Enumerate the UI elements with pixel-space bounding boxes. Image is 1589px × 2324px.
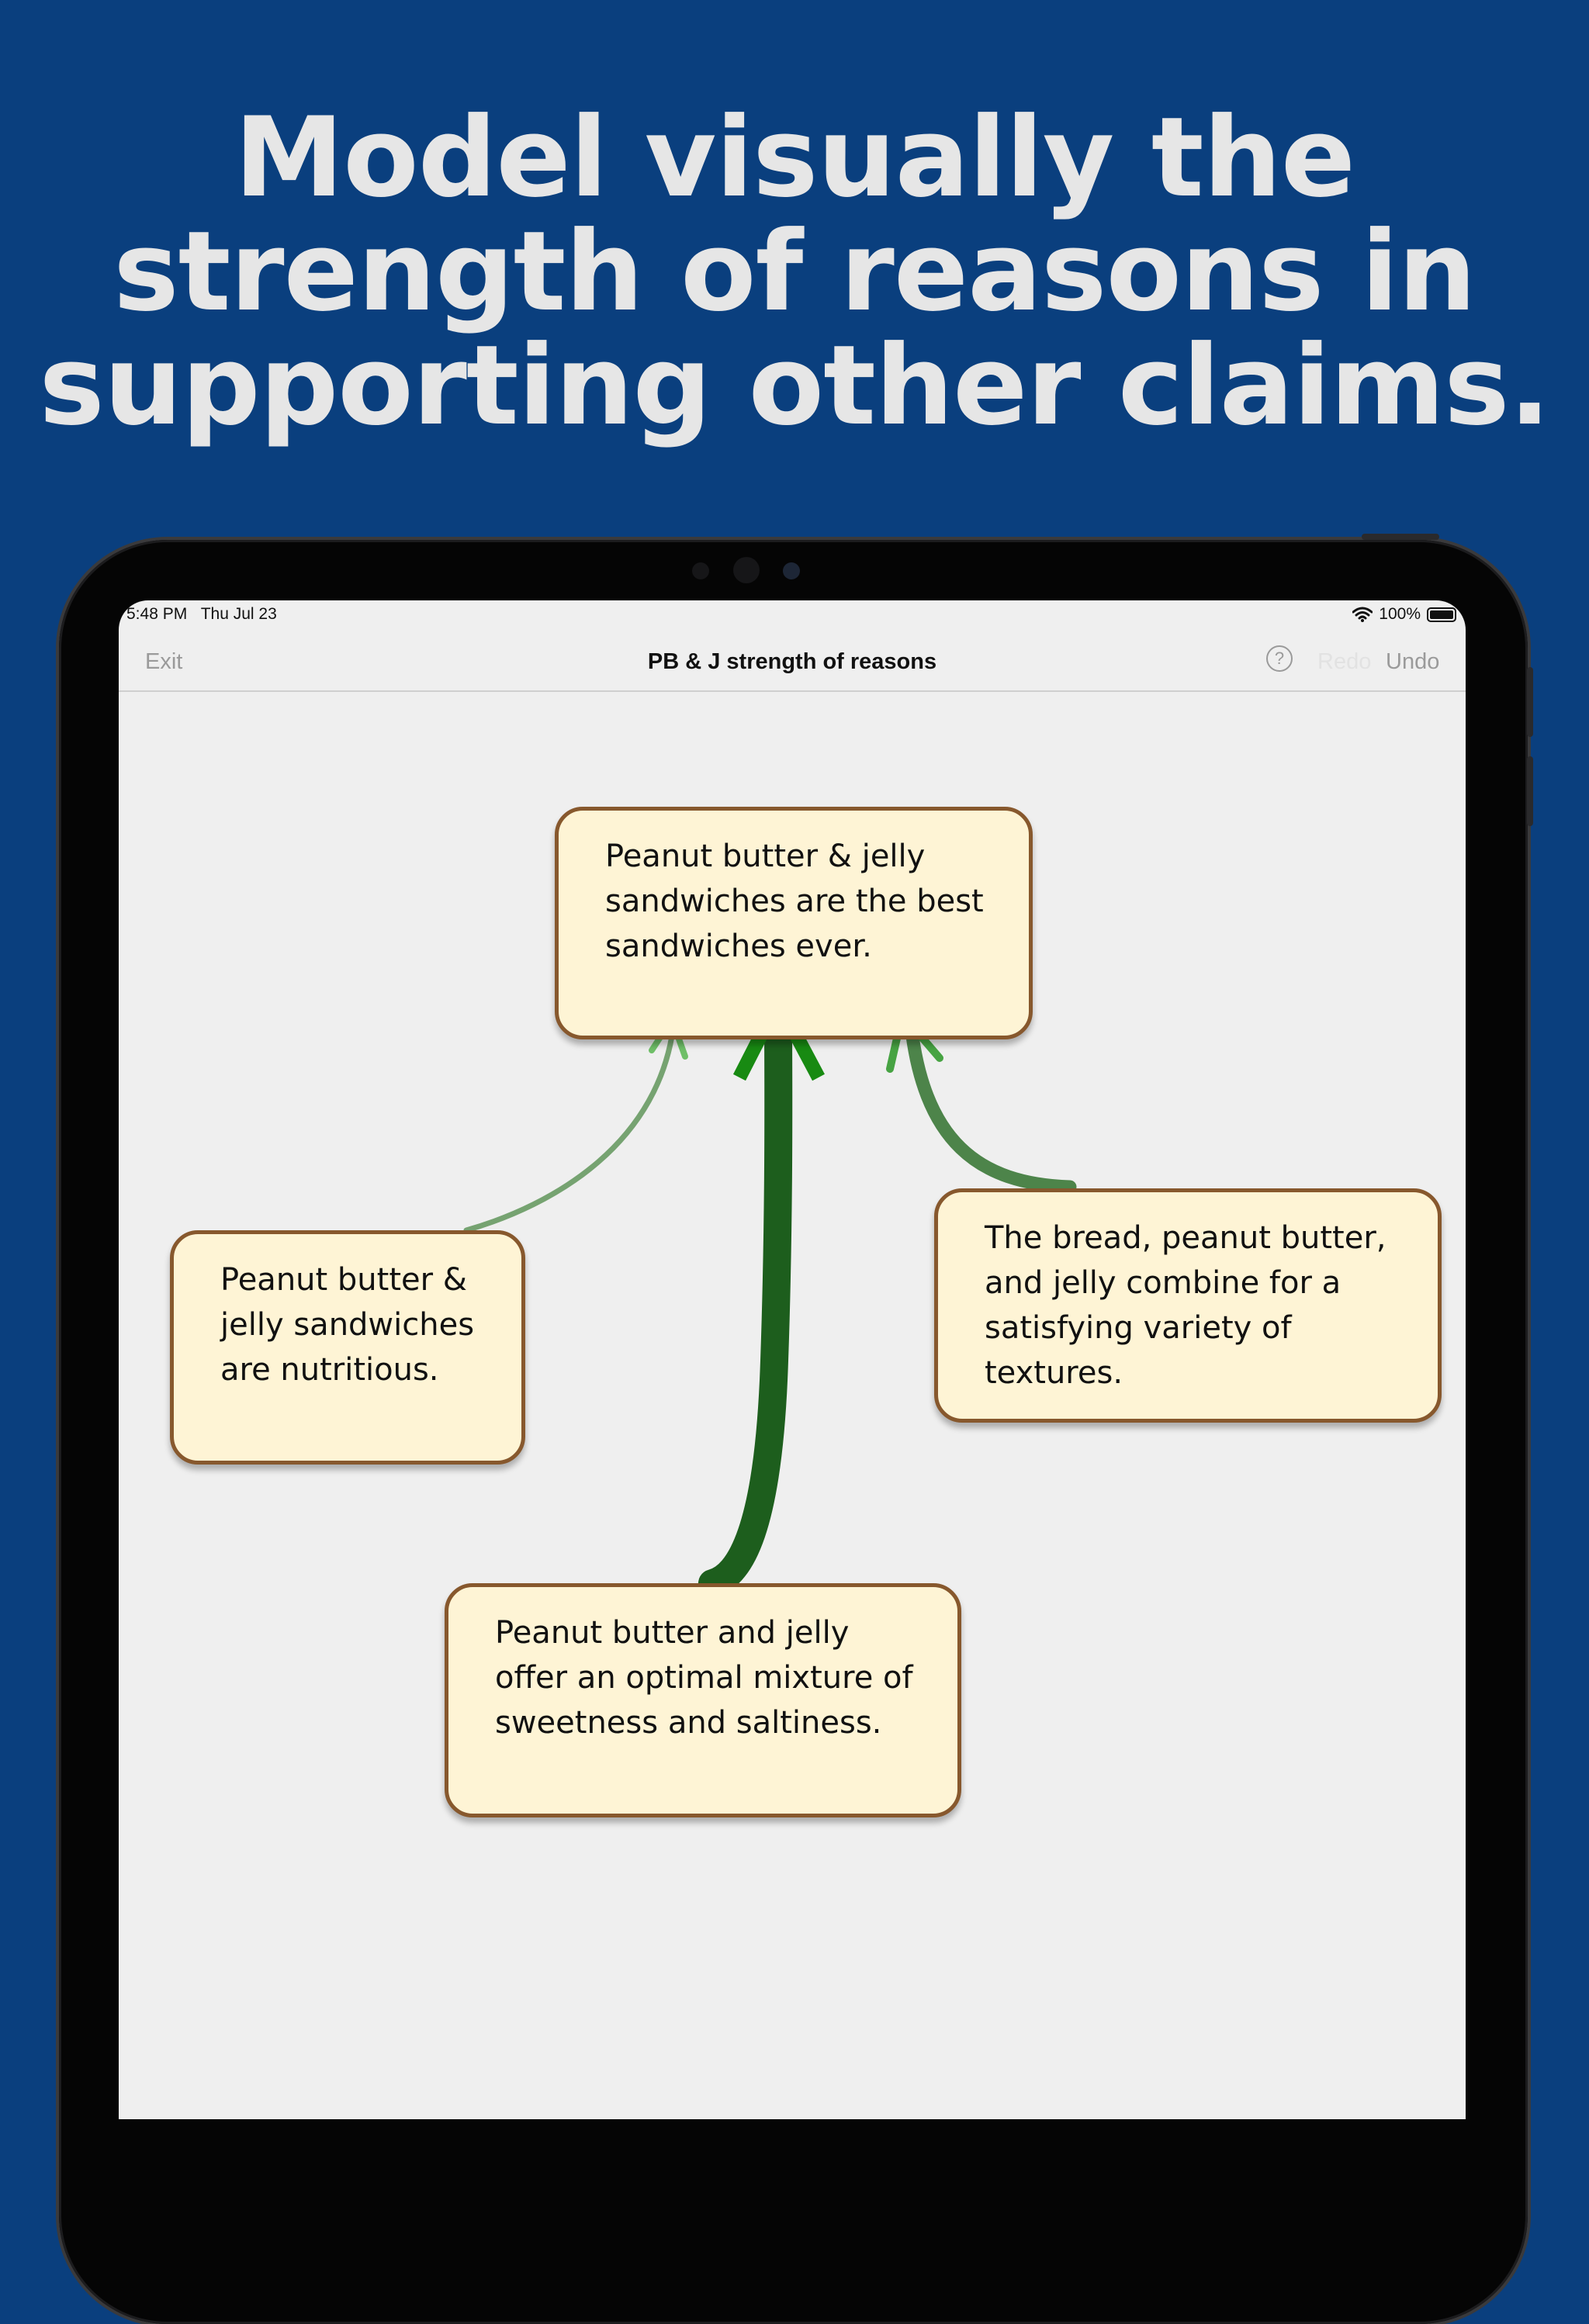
strong-support-arrow[interactable]: [698, 994, 825, 1597]
ipad-volume-up-button: [1527, 667, 1533, 737]
nutritious-reason-text: Peanut butter & jelly sandwiches are nut…: [220, 1262, 475, 1388]
main-claim-text: Peanut butter & jelly sandwiches are the…: [605, 839, 984, 964]
nutritious-reason-box[interactable]: Peanut butter & jelly sandwiches are nut…: [170, 1230, 525, 1465]
app-screen: 5:48 PM Thu Jul 23 100% Exit PB & J stre…: [119, 600, 1466, 2119]
status-time-text: 5:48 PM: [126, 605, 188, 623]
medium-support-arrow[interactable]: [886, 1009, 1077, 1194]
battery-fill: [1430, 610, 1453, 619]
sweetness-saltiness-reason-box[interactable]: Peanut butter and jelly offer an optimal…: [445, 1583, 961, 1817]
sweetness-saltiness-reason-text: Peanut butter and jelly offer an optimal…: [495, 1615, 913, 1741]
navigation-bar: Exit PB & J strength of reasons ? Redo U…: [119, 635, 1466, 692]
redo-button[interactable]: Redo: [1317, 649, 1372, 674]
ipad-volume-down-button: [1527, 756, 1533, 826]
camera-sensor-icon: [783, 562, 800, 579]
exit-button[interactable]: Exit: [145, 649, 183, 674]
ipad-top-button: [1362, 534, 1439, 540]
status-time: 5:48 PM Thu Jul 23: [126, 605, 277, 624]
front-camera-icon: [733, 557, 760, 583]
marketing-headline: Model visually the strength of reasons i…: [39, 94, 1550, 450]
status-bar: 5:48 PM Thu Jul 23 100%: [119, 600, 1466, 635]
help-icon[interactable]: ?: [1266, 645, 1293, 672]
undo-button[interactable]: Undo: [1386, 649, 1440, 674]
weak-support-arrow[interactable]: [463, 1016, 688, 1233]
document-title: PB & J strength of reasons: [647, 649, 937, 674]
wifi-icon: [1352, 607, 1373, 622]
battery-icon: [1427, 607, 1456, 622]
battery-percent: 100%: [1379, 605, 1421, 623]
status-date-text: Thu Jul 23: [200, 605, 277, 623]
camera-sensor-icon: [692, 562, 709, 579]
main-claim-box[interactable]: Peanut butter & jelly sandwiches are the…: [555, 807, 1033, 1039]
textures-reason-text: The bread, peanut butter, and jelly comb…: [985, 1220, 1386, 1391]
status-indicators: 100%: [1352, 605, 1456, 624]
textures-reason-box[interactable]: The bread, peanut butter, and jelly comb…: [934, 1188, 1442, 1423]
